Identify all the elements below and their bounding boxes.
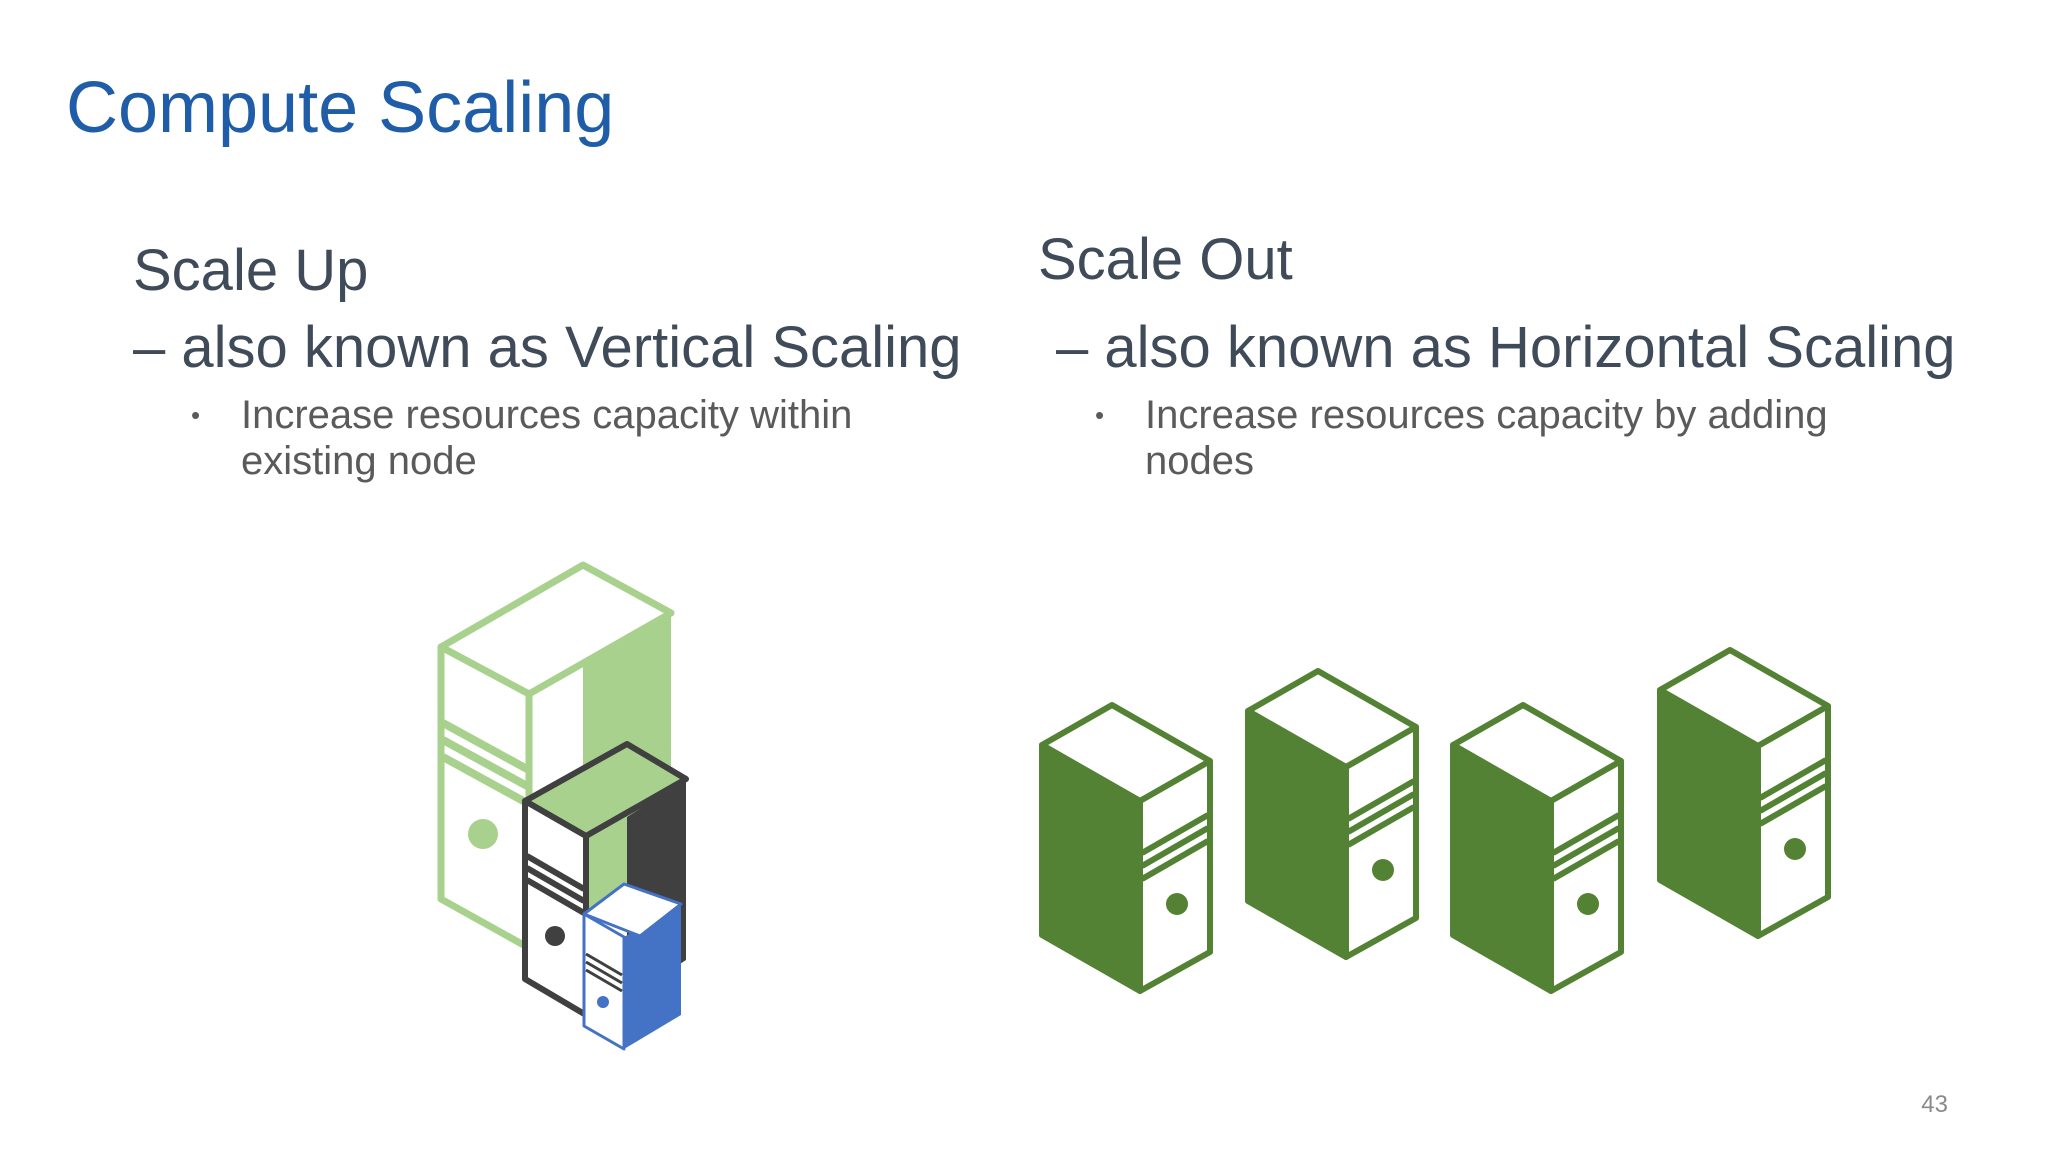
page-number: 43 [1921, 1091, 1948, 1118]
server-row-icon [1039, 647, 1831, 994]
large-server-icon [437, 561, 675, 952]
scale-out-bullet-list: • Increase resources capacity by adding … [1095, 392, 1875, 484]
bullet-dot-icon: • [1095, 400, 1105, 430]
scale-up-heading: Scale Up [133, 238, 369, 303]
server-icon [1450, 702, 1624, 994]
scale-out-bullet-text: Increase resources capacity by adding no… [1145, 393, 1828, 483]
server-icon [1245, 668, 1419, 960]
scale-out-subheading: – also known as Horizontal Scaling [1056, 315, 1956, 380]
bullet-dot-icon: • [191, 400, 201, 430]
server-icon [1657, 647, 1831, 939]
scale-up-bullet-text: Increase resources capacity within exist… [241, 393, 853, 483]
scale-up-subheading: – also known as Vertical Scaling [133, 315, 962, 380]
scale-out-bullet-item: • Increase resources capacity by adding … [1095, 392, 1875, 484]
small-server-icon [582, 882, 683, 1051]
slide-title: Compute Scaling [66, 68, 615, 148]
scale-out-heading: Scale Out [1038, 227, 1293, 292]
scale-up-bullet-list: • Increase resources capacity within exi… [191, 392, 911, 484]
scale-up-bullet-item: • Increase resources capacity within exi… [191, 392, 911, 484]
server-icon [1039, 702, 1213, 994]
nested-servers-icon [437, 561, 689, 1051]
